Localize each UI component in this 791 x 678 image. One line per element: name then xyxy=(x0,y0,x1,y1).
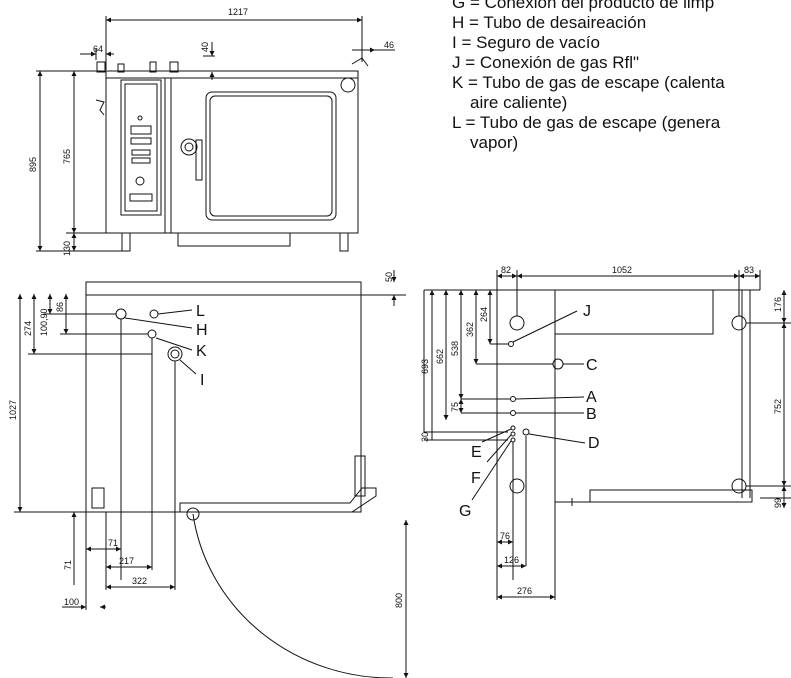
front-top-hook xyxy=(351,57,369,67)
dim-1027: 1027 xyxy=(8,400,18,420)
dim-30: 30 xyxy=(420,432,430,442)
left-top-body xyxy=(85,281,362,513)
dim-274: 274 xyxy=(23,321,33,336)
dim-752: 752 xyxy=(773,399,783,414)
dim-64: 64 xyxy=(93,44,103,54)
left-side-fitting xyxy=(91,487,105,509)
dim-176: 176 xyxy=(773,297,783,312)
top-view-right-labels: 82 1052 83 176 752 99 693 662 538 362 26… xyxy=(420,265,783,596)
legend-g: G = Conexión del producto de limp xyxy=(452,0,715,12)
left-door-handle xyxy=(354,455,366,497)
dim-538: 538 xyxy=(450,341,460,356)
front-view xyxy=(36,16,395,252)
dim-82: 82 xyxy=(501,265,511,275)
label-j: J xyxy=(583,303,591,320)
dim-86: 86 xyxy=(55,302,65,312)
label-e: E xyxy=(471,444,482,461)
conn-i-circle xyxy=(167,346,183,362)
legend-k-cont: aire caliente) xyxy=(470,93,568,112)
front-side-bracket xyxy=(95,99,105,116)
conn-front-right-circle xyxy=(731,478,747,494)
dim-1052: 1052 xyxy=(612,265,632,275)
door-handle xyxy=(180,138,198,156)
dim-40: 40 xyxy=(200,42,210,52)
conn-b-circle xyxy=(510,410,516,416)
connection-legend: G = Conexión del producto de limp H = Tu… xyxy=(452,0,725,153)
dim-362: 362 xyxy=(465,322,475,337)
dim-76: 76 xyxy=(500,531,510,541)
label-b: B xyxy=(586,406,597,423)
front-cabinet xyxy=(105,70,359,234)
dim-83: 83 xyxy=(744,265,754,275)
panel-knob xyxy=(135,176,145,186)
label-h: H xyxy=(196,322,208,339)
dim-100-90: 100,90 xyxy=(39,308,49,336)
label-c: C xyxy=(586,357,598,374)
conn-l-circle xyxy=(115,308,127,320)
dim-662: 662 xyxy=(435,349,445,364)
label-d: D xyxy=(588,435,600,452)
conn-k-circle xyxy=(147,329,157,339)
front-gauge xyxy=(340,77,356,93)
front-leg-1 xyxy=(121,232,131,252)
conn-j-circle xyxy=(508,341,514,347)
conn-front-left-circle xyxy=(509,478,525,494)
dim-765: 765 xyxy=(62,149,72,164)
front-view-labels: 1217 64 40 46 895 765 130 xyxy=(28,7,394,256)
dim-46: 46 xyxy=(384,40,394,50)
conn-l2-circle xyxy=(149,309,159,319)
legend-h: H = Tubo de desaireación xyxy=(452,13,647,32)
legend-l-cont: vapor) xyxy=(470,133,519,152)
label-g: G xyxy=(459,503,471,520)
panel-display xyxy=(130,125,152,135)
conn-a-circle xyxy=(510,396,516,402)
door-window xyxy=(205,91,337,221)
dim-71-horizontal: 71 xyxy=(108,538,118,548)
panel-indicator xyxy=(137,115,143,121)
left-door-base xyxy=(179,487,377,513)
dim-71-vertical: 71 xyxy=(63,560,73,570)
dim-100: 100 xyxy=(64,597,79,607)
conn-d-circle xyxy=(522,428,530,436)
dim-75: 75 xyxy=(450,402,460,412)
legend-l: L = Tubo de gas de escape (genera xyxy=(452,113,721,132)
legend-k: K = Tubo de gas de escape (calenta xyxy=(452,73,725,92)
front-top-fitting-4 xyxy=(169,61,179,73)
panel-buttons xyxy=(129,193,153,202)
top-view-left xyxy=(14,270,409,678)
front-top-fitting-1 xyxy=(96,61,106,73)
front-top-fitting-2 xyxy=(117,63,125,73)
legend-j: J = Conexión de gas Rfl" xyxy=(452,53,639,72)
right-front-base xyxy=(589,489,753,503)
legend-i: I = Seguro de vacío xyxy=(452,33,600,52)
conn-rear-left-circle xyxy=(509,315,525,331)
label-i: I xyxy=(200,372,204,389)
dim-276: 276 xyxy=(517,586,532,596)
front-leg-2 xyxy=(339,232,349,252)
top-view-right xyxy=(423,270,791,600)
dim-217: 217 xyxy=(119,556,134,566)
label-l: L xyxy=(196,303,205,320)
dim-99: 99 xyxy=(773,498,783,508)
control-panel xyxy=(120,79,162,216)
top-view-left-labels: 50 274 100,90 86 1027 71 71 217 322 100 … xyxy=(8,272,404,608)
label-a: A xyxy=(586,389,597,406)
dim-1217: 1217 xyxy=(228,7,248,17)
dim-895: 895 xyxy=(28,157,38,172)
dim-50: 50 xyxy=(384,272,394,282)
dim-800: 800 xyxy=(394,593,404,608)
right-rear-box xyxy=(554,289,714,335)
front-top-fitting-3 xyxy=(149,61,157,73)
front-base-tray xyxy=(177,232,291,247)
dim-264: 264 xyxy=(479,307,489,322)
dim-130: 130 xyxy=(62,241,72,256)
dim-126: 126 xyxy=(504,555,519,565)
door-swing-arc xyxy=(192,513,393,678)
label-f: F xyxy=(471,470,481,487)
label-k: K xyxy=(196,343,207,360)
conn-rear-right-circle xyxy=(731,315,747,331)
dim-693: 693 xyxy=(420,359,430,374)
dim-322: 322 xyxy=(132,576,147,586)
